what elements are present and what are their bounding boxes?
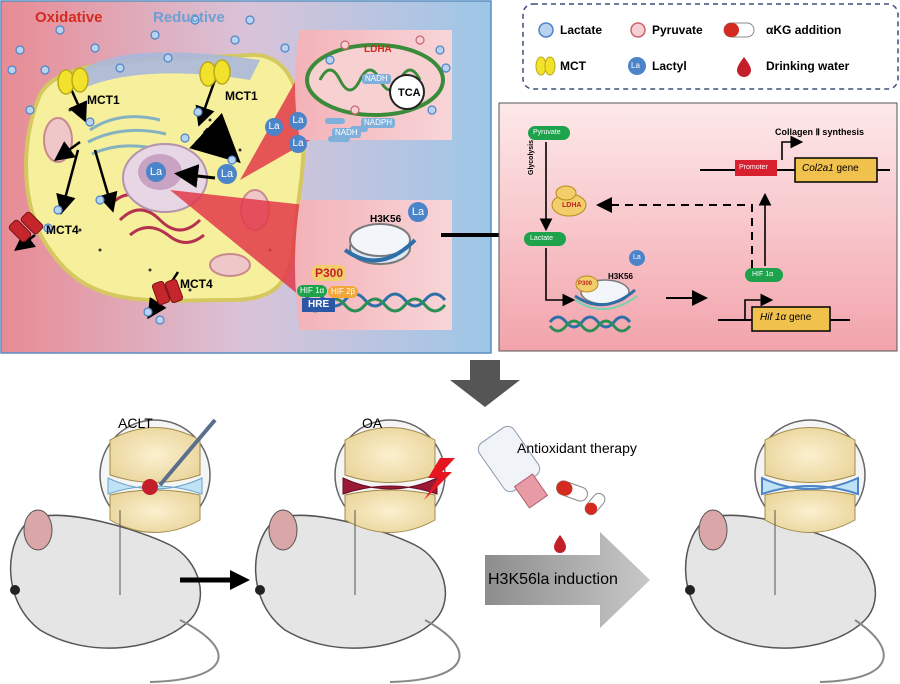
- mct4-bottom-label: MCT4: [180, 277, 213, 291]
- oa-label: OA: [362, 415, 383, 431]
- legend-mct: MCT: [560, 59, 586, 73]
- induction-label: H3K56la induction: [488, 571, 618, 588]
- h3k56-label: H3K56: [370, 214, 402, 225]
- mouse-2: [254, 509, 461, 683]
- legend-pyruvate: Pyruvate: [652, 23, 703, 37]
- hre-label: HRE: [302, 298, 336, 312]
- legend-akg: αKG addition: [766, 23, 842, 37]
- path-h3k56: H3K56: [608, 272, 633, 281]
- la-chip-3: La: [289, 135, 307, 153]
- legend-water: Drinking water: [766, 59, 850, 73]
- ldha-label: LDHA: [364, 44, 392, 55]
- path-promoter: Promoter: [739, 164, 768, 171]
- legend-box: [522, 3, 899, 90]
- la-chip-2: La: [289, 112, 307, 130]
- hif1a-label: HIF 1α: [297, 285, 328, 297]
- la-membrane-chip: La: [217, 164, 237, 184]
- down-arrow: [450, 360, 520, 407]
- path-la: La: [633, 254, 641, 261]
- tca-label: TCA: [398, 87, 421, 99]
- pathway-panel: [498, 102, 898, 352]
- mouse-3: [684, 509, 885, 683]
- path-col2a1-gene: Col2a1 gene: [802, 163, 859, 174]
- cell-panel: [0, 0, 694, 354]
- aclt-label: ACLT: [118, 415, 153, 431]
- hif2b-label: HIF 2β: [328, 286, 359, 298]
- mct4-left-label: MCT4: [46, 223, 79, 237]
- path-pyruvate: Pyruvate: [533, 129, 561, 136]
- p300-label: P300: [312, 265, 347, 281]
- legend-lactyl: Lactyl: [652, 59, 687, 73]
- path-collagen: Collagen Ⅱ synthesis: [775, 127, 864, 137]
- path-glycolysis: Glycolysis: [528, 139, 535, 175]
- mct1-left-label: MCT1: [87, 93, 120, 107]
- la-nucleus-chip: La: [146, 162, 166, 182]
- la-chip-1: La: [265, 118, 283, 136]
- oxidative-label: Oxidative: [35, 9, 103, 26]
- nadh-mito-label: NADH: [362, 74, 391, 84]
- nadph-label: NADPH: [361, 118, 396, 128]
- nadh-lower-label: NADH: [332, 128, 361, 138]
- path-hif-tf: HIF 1α: [752, 271, 774, 278]
- legend-lactyl-icon: La: [631, 61, 640, 70]
- path-ldha: LDHA: [562, 202, 582, 209]
- reductive-label: Reductive: [153, 9, 225, 26]
- la-chip-4: La: [408, 202, 428, 222]
- legend-lactate: Lactate: [560, 23, 603, 37]
- mct1-right-label: MCT1: [225, 89, 258, 103]
- path-lactate: Lactate: [530, 235, 553, 242]
- antioxidant-label: Antioxidant therapy: [517, 440, 637, 456]
- bottom-row: [9, 418, 885, 683]
- antioxidant-bottle: [477, 425, 566, 553]
- path-hif-gene: Hif 1α gene: [760, 312, 812, 323]
- mouse-1: [9, 509, 220, 683]
- induction-arrow: [485, 532, 650, 628]
- path-p300: P300: [578, 281, 593, 287]
